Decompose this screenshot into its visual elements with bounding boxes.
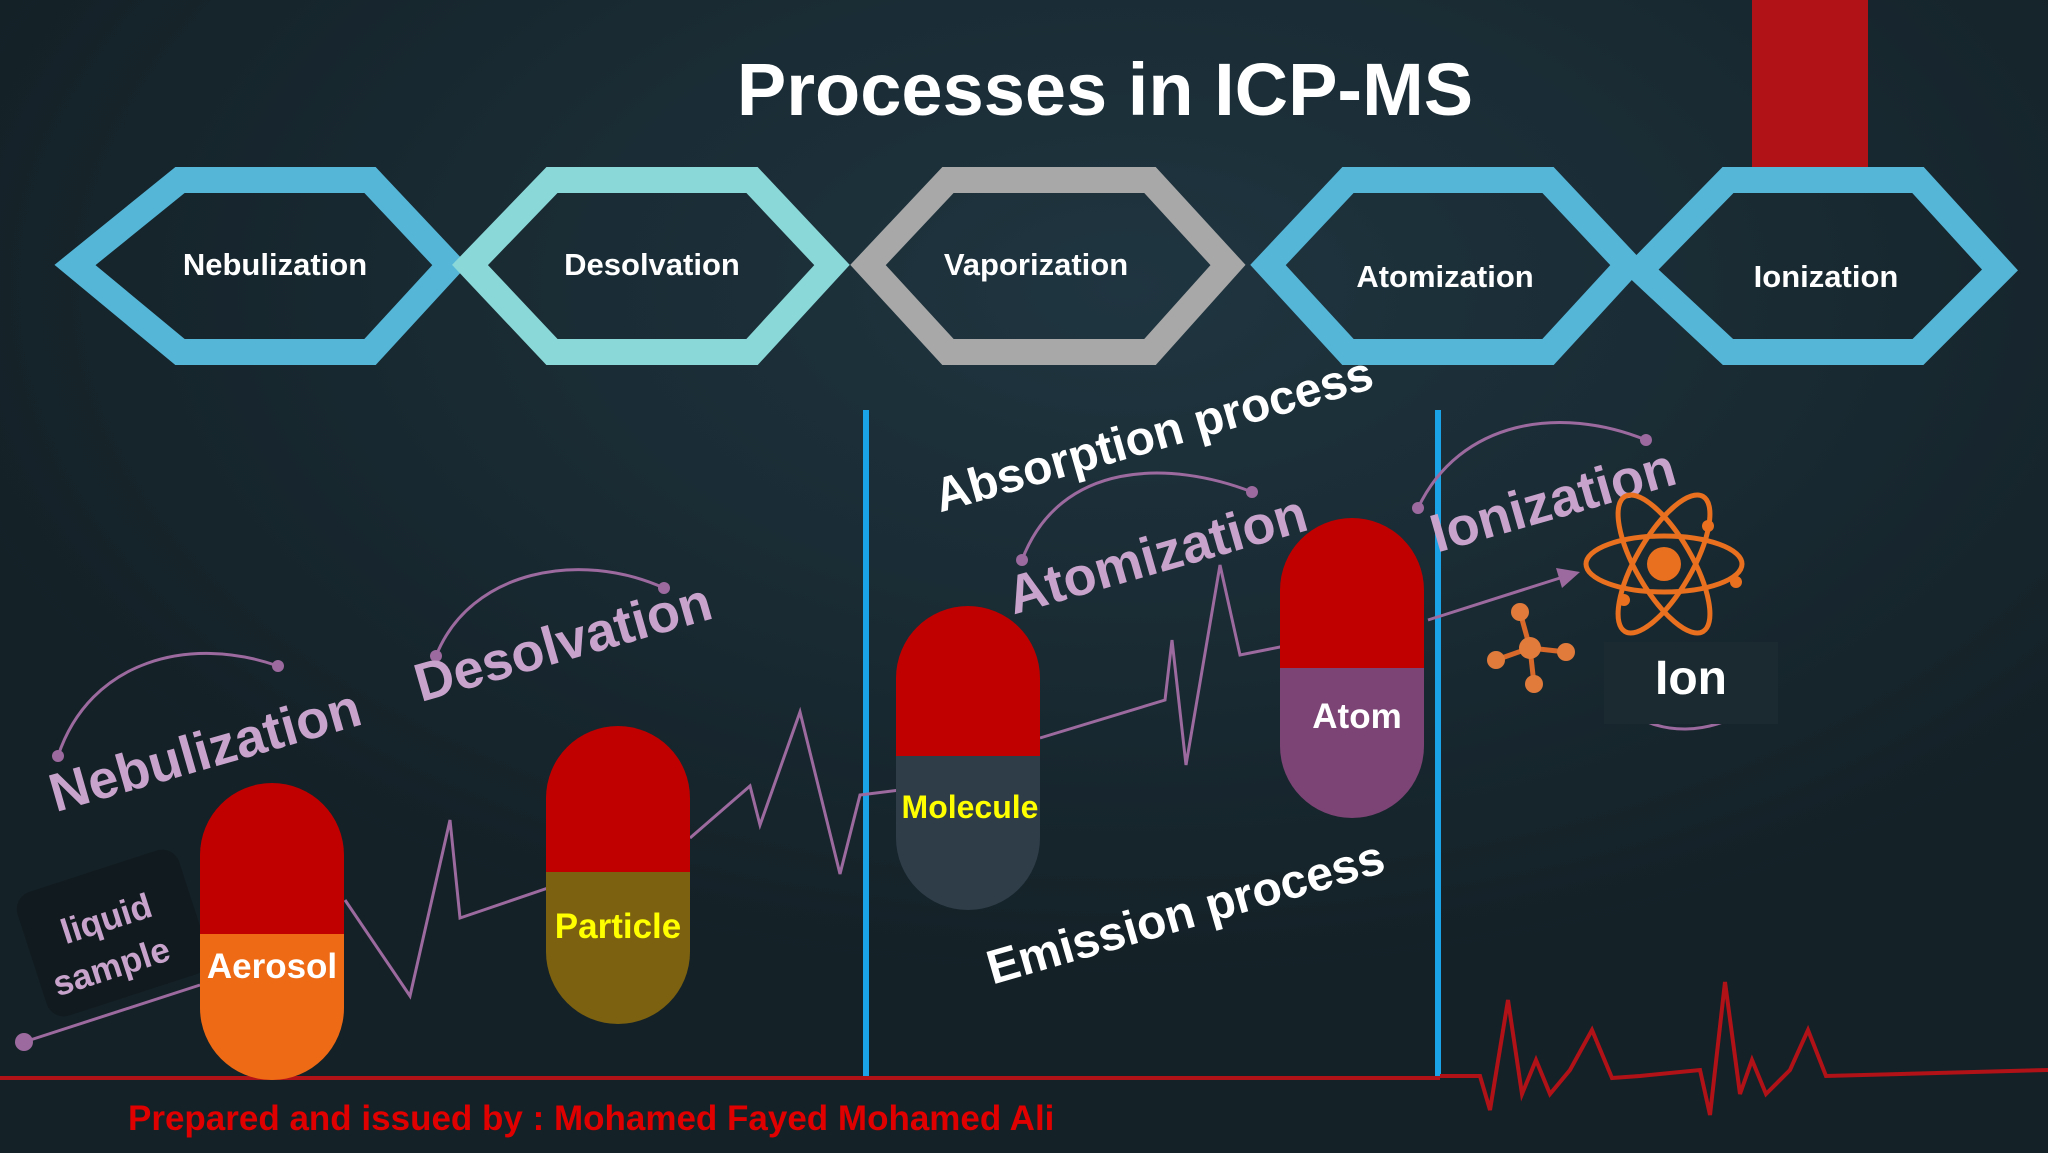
path-start-dot [15, 1033, 33, 1051]
step-label-ionization: Ionization [1754, 259, 1899, 294]
capsule-molecule: Molecule [896, 606, 1040, 910]
hexagon-desolvation [452, 167, 850, 365]
hexagon-nebulization [54, 167, 468, 365]
hexagon-vaporization [850, 167, 1246, 365]
credit-text: Prepared and issued by : Mohamed Fayed M… [128, 1099, 1054, 1138]
step-label-vaporization: Vaporization [944, 247, 1128, 282]
capsule-particle: Particle [546, 726, 690, 1024]
liquid-sample-backdrop [16, 849, 210, 1017]
capsule-atom: Atom [1280, 518, 1424, 818]
hexagon-atomization [1250, 167, 1646, 365]
top-red-bar [1752, 0, 1868, 168]
capsule-label-aerosol: Aerosol [207, 947, 337, 986]
process-path [23, 564, 1561, 1044]
step-label-desolvation: Desolvation [564, 247, 740, 282]
step-label-atomization: Atomization [1356, 259, 1533, 294]
capsule-label-molecule: Molecule [902, 789, 1039, 825]
capsule-label-particle: Particle [555, 907, 681, 946]
path-arrowhead [1556, 568, 1580, 588]
hexagon-ionization [1621, 167, 2018, 365]
step-label-nebulization: Nebulization [183, 247, 367, 282]
ion-label: Ion [1655, 652, 1727, 705]
capsule-aerosol: Aerosol [200, 783, 344, 1080]
capsule-label-atom: Atom [1312, 697, 1401, 736]
page-title: Processes in ICP-MS [737, 48, 1473, 131]
ion-box [1604, 642, 1778, 724]
molecule-icon [1487, 603, 1575, 693]
atom-icon [1583, 492, 1745, 636]
heartbeat-line [1440, 981, 2048, 1116]
hexagon-chain [54, 167, 2018, 365]
step-labels: Nebulization Desolvation Vaporization At… [183, 247, 1898, 294]
